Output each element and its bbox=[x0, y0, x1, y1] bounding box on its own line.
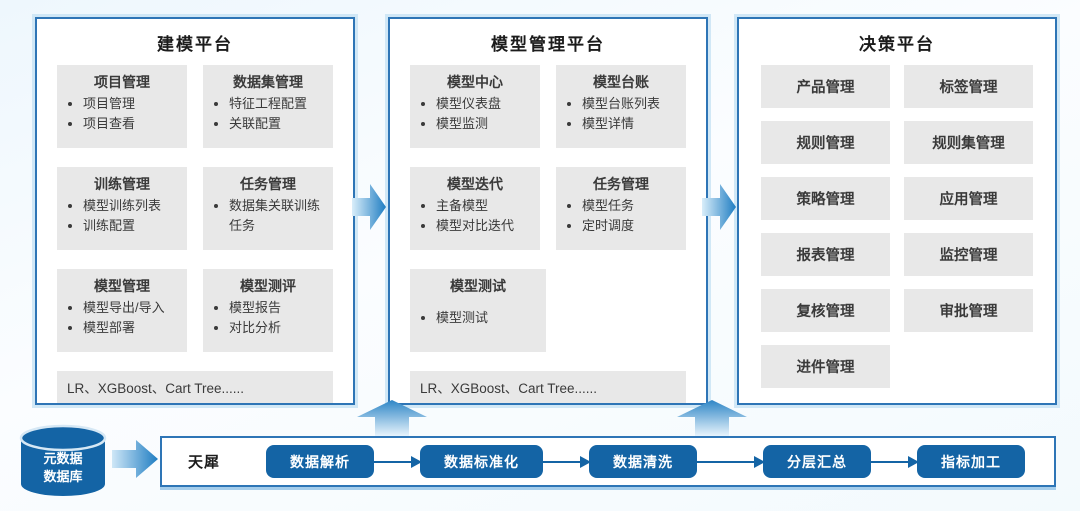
card-items: 模型测试 bbox=[416, 308, 540, 328]
card-items: 数据集关联训练任务 bbox=[209, 196, 327, 236]
card-title: 训练管理 bbox=[94, 176, 150, 192]
panel-title: 模型管理平台 bbox=[491, 35, 605, 54]
panel-title: 建模平台 bbox=[157, 35, 233, 54]
tile-approval-management: 审批管理 bbox=[904, 289, 1033, 332]
card-item: 模型详情 bbox=[582, 114, 680, 134]
card-items: 模型报告 对比分析 bbox=[209, 298, 327, 338]
card-item: 对比分析 bbox=[229, 318, 327, 338]
stage-data-cleaning: 数据清洗 bbox=[589, 445, 698, 478]
card-item: 模型仪表盘 bbox=[436, 94, 534, 114]
card-model-testing: 模型测试 模型测试 bbox=[410, 269, 546, 352]
tile-application-management: 应用管理 bbox=[904, 177, 1033, 220]
stage-indicator-processing: 指标加工 bbox=[917, 445, 1026, 478]
card-items: 特征工程配置 关联配置 bbox=[209, 94, 327, 134]
card-items: 模型任务 定时调度 bbox=[562, 196, 680, 236]
panel-title: 决策平台 bbox=[859, 35, 935, 54]
card-item: 模型监测 bbox=[436, 114, 534, 134]
card-item: 模型报告 bbox=[229, 298, 327, 318]
card-title: 任务管理 bbox=[593, 176, 649, 192]
card-items: 模型仪表盘 模型监测 bbox=[416, 94, 534, 134]
tile-product-management: 产品管理 bbox=[761, 65, 890, 108]
panel-model-management-platform: 模型管理平台 模型中心 模型仪表盘 模型监测 模型台账 模型台账列表 模型详情 bbox=[388, 17, 708, 405]
stage-connector-arrow-icon bbox=[871, 455, 920, 468]
stage-layered-aggregation: 分层汇总 bbox=[763, 445, 872, 478]
card-training-management: 训练管理 模型训练列表 训练配置 bbox=[57, 167, 187, 250]
card-item: 项目管理 bbox=[83, 94, 181, 114]
database-cylinder-icon bbox=[19, 424, 107, 496]
metadata-database-cylinder: 元数据 数据库 bbox=[18, 424, 108, 502]
panel-decision-platform: 决策平台 产品管理 标签管理 规则管理 规则集管理 策略管理 应用管理 报表管理… bbox=[737, 17, 1057, 405]
tile-report-management: 报表管理 bbox=[761, 233, 890, 276]
database-label-line1: 元数据 bbox=[43, 451, 83, 466]
card-dataset-management: 数据集管理 特征工程配置 关联配置 bbox=[203, 65, 333, 148]
card-title: 模型迭代 bbox=[447, 176, 503, 192]
card-task-management: 任务管理 数据集关联训练任务 bbox=[203, 167, 333, 250]
card-item: 项目查看 bbox=[83, 114, 181, 134]
tile-rule-management: 规则管理 bbox=[761, 121, 890, 164]
card-item: 模型测试 bbox=[436, 308, 540, 328]
card-item: 模型训练列表 bbox=[83, 196, 181, 216]
database-label-line2: 数据库 bbox=[43, 468, 83, 484]
algorithms-bar: LR、XGBoost、Cart Tree...... bbox=[410, 371, 686, 403]
flow-arrow-up-icon bbox=[357, 400, 427, 436]
card-project-management: 项目管理 项目管理 项目查看 bbox=[57, 65, 187, 148]
stage-connector-arrow-icon bbox=[374, 455, 423, 468]
card-model-management: 模型管理 模型导出/导入 模型部署 bbox=[57, 269, 187, 352]
card-item: 主备模型 bbox=[436, 196, 534, 216]
card-item: 模型台账列表 bbox=[582, 94, 680, 114]
tile-label-management: 标签管理 bbox=[904, 65, 1033, 108]
card-items: 主备模型 模型对比迭代 bbox=[416, 196, 534, 236]
stage-connector-arrow-icon bbox=[697, 455, 766, 468]
flow-arrow-right-icon bbox=[112, 440, 158, 478]
card-items: 模型导出/导入 模型部署 bbox=[63, 298, 181, 338]
stage-data-standardization: 数据标准化 bbox=[420, 445, 544, 478]
card-item: 数据集关联训练任务 bbox=[229, 196, 327, 236]
tile-intake-management: 进件管理 bbox=[761, 345, 890, 388]
card-item: 模型任务 bbox=[582, 196, 680, 216]
flow-arrow-right-icon bbox=[702, 184, 736, 230]
card-title: 项目管理 bbox=[94, 74, 150, 90]
card-item: 模型部署 bbox=[83, 318, 181, 338]
card-title: 模型测评 bbox=[240, 278, 296, 294]
tile-strategy-management: 策略管理 bbox=[761, 177, 890, 220]
data-pipeline-box: 天犀 数据解析 数据标准化 数据清洗 分层汇总 指标加工 bbox=[160, 436, 1056, 487]
panel-modeling-platform: 建模平台 项目管理 项目管理 项目查看 数据集管理 特征工程配置 关联配置 bbox=[35, 17, 355, 405]
card-items: 模型台账列表 模型详情 bbox=[562, 94, 680, 134]
flow-arrow-right-icon bbox=[352, 184, 386, 230]
tile-monitor-management: 监控管理 bbox=[904, 233, 1033, 276]
card-item: 模型导出/导入 bbox=[83, 298, 181, 318]
card-item: 关联配置 bbox=[229, 114, 327, 134]
card-title: 任务管理 bbox=[240, 176, 296, 192]
card-item: 定时调度 bbox=[582, 216, 680, 236]
card-model-iteration: 模型迭代 主备模型 模型对比迭代 bbox=[410, 167, 540, 250]
card-model-ledger: 模型台账 模型台账列表 模型详情 bbox=[556, 65, 686, 148]
stage-connector-arrow-icon bbox=[543, 455, 592, 468]
database-label: 元数据 数据库 bbox=[18, 450, 108, 485]
card-items: 模型训练列表 训练配置 bbox=[63, 196, 181, 236]
card-item: 模型对比迭代 bbox=[436, 216, 534, 236]
engine-label: 天犀 bbox=[188, 454, 221, 471]
card-title: 模型管理 bbox=[94, 278, 150, 294]
tile-review-management: 复核管理 bbox=[761, 289, 890, 332]
card-model-center: 模型中心 模型仪表盘 模型监测 bbox=[410, 65, 540, 148]
card-title: 模型测试 bbox=[450, 278, 506, 294]
card-items: 项目管理 项目查看 bbox=[63, 94, 181, 134]
tile-ruleset-management: 规则集管理 bbox=[904, 121, 1033, 164]
card-title: 数据集管理 bbox=[233, 74, 303, 90]
card-item: 特征工程配置 bbox=[229, 94, 327, 114]
card-model-evaluation: 模型测评 模型报告 对比分析 bbox=[203, 269, 333, 352]
card-task-management: 任务管理 模型任务 定时调度 bbox=[556, 167, 686, 250]
algorithms-bar: LR、XGBoost、Cart Tree...... bbox=[57, 371, 333, 403]
flow-arrow-up-icon bbox=[677, 400, 747, 436]
stage-data-parsing: 数据解析 bbox=[266, 445, 375, 478]
card-title: 模型台账 bbox=[593, 74, 649, 90]
card-spacer bbox=[562, 269, 686, 352]
card-title: 模型中心 bbox=[447, 74, 503, 90]
card-item: 训练配置 bbox=[83, 216, 181, 236]
